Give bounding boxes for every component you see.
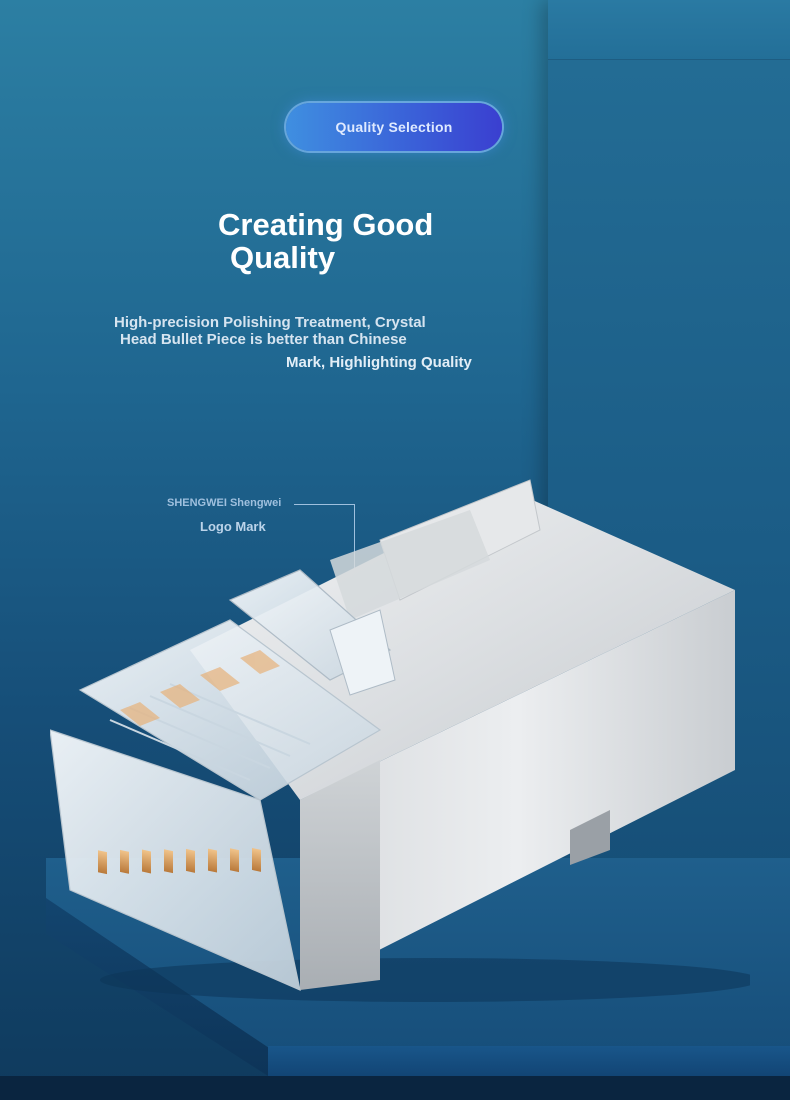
shield-right-side: [300, 590, 735, 990]
inner-gold-strips: [120, 650, 280, 726]
callout-line-horizontal: [294, 504, 354, 505]
crystal-clip-2: [329, 609, 396, 696]
headline: Creating Good Quality: [218, 208, 518, 274]
callout-brand: SHENGWEI Shengwei: [167, 497, 282, 509]
shield-notch: [570, 810, 610, 865]
callout-label: Logo Mark: [200, 519, 266, 534]
floor: [0, 1076, 790, 1100]
rj45-connector-image: [50, 479, 750, 1002]
pedestal-front: [268, 1046, 790, 1076]
gold-contacts: [98, 847, 261, 875]
quality-selection-badge: Quality Selection: [286, 103, 502, 151]
headline-line-2: Quality: [230, 240, 336, 275]
logo-mark-area: [330, 510, 490, 620]
description: High-precision Polishing Treatment, Crys…: [114, 314, 534, 371]
description-line-2: Head Bullet Piece is better than Chinese: [120, 331, 407, 348]
crystal-head-front: [50, 729, 301, 992]
description-line-3: Mark, Highlighting Quality: [286, 354, 472, 371]
headline-line-1: Creating Good: [218, 207, 434, 242]
callout-line-vertical: [354, 504, 355, 584]
shield-front: [300, 760, 380, 990]
background-panel-top: [548, 0, 790, 60]
badge-label: Quality Selection: [335, 119, 453, 135]
connector-shadow: [100, 958, 750, 1002]
description-line-1: High-precision Polishing Treatment, Crys…: [114, 314, 426, 331]
